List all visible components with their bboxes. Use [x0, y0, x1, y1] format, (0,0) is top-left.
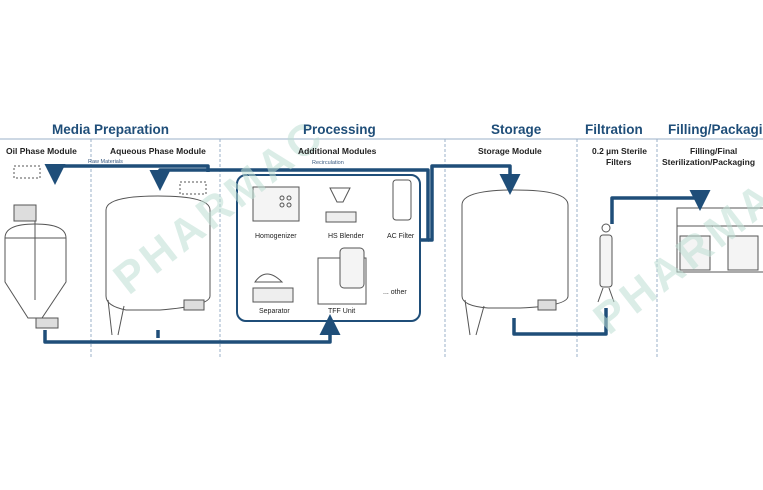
storage-leg-left — [464, 299, 471, 336]
storage-tank — [461, 189, 569, 336]
to-filling-line — [610, 190, 711, 224]
storage-module-label: Storage Module — [478, 146, 542, 156]
stage-title-processing: Processing — [303, 122, 376, 137]
separator-bowl — [254, 273, 284, 283]
tff-unit-label: TFF Unit — [328, 308, 356, 315]
aqueous-leg-right — [117, 305, 125, 336]
stage-dividers — [90, 139, 658, 358]
raw-materials-line — [44, 164, 210, 185]
blender-funnel — [329, 187, 351, 203]
stage-title-filling-packaging: Filling/Packaging — [668, 122, 763, 137]
to-storage-line — [428, 164, 521, 242]
storage-outlet-motor — [537, 299, 557, 311]
aqueous-hopper — [179, 181, 207, 195]
aqueous-leg-left — [107, 299, 113, 336]
hs-blender-label: HS Blender — [328, 233, 364, 240]
blender-base — [325, 211, 357, 223]
stage-title-filtration: Filtration — [585, 122, 643, 137]
oil-motor — [13, 204, 37, 222]
final-sterilization-label-1: Filling/Final — [690, 146, 738, 156]
other-equipment-label: ... other — [383, 289, 407, 296]
additional-modules-label: Additional Modules — [298, 146, 377, 156]
aqueous-phase-module-label: Aqueous Phase Module — [110, 146, 206, 156]
sterile-filters-label-1: 0.2 µm Sterile — [592, 146, 647, 156]
filling-cabinet-right — [727, 235, 759, 271]
filling-cabinet-left — [679, 235, 711, 271]
filter-cartridge — [599, 234, 613, 288]
oil-phase-module-label: Oil Phase Module — [6, 146, 77, 156]
storage-tank-body — [461, 189, 569, 309]
filling-frame — [676, 207, 763, 273]
separator-base — [252, 287, 294, 303]
aqueous-phase-tank — [105, 181, 211, 336]
recirculation-line — [149, 168, 430, 242]
stage-title-storage: Storage — [491, 122, 542, 137]
filling-machine — [676, 207, 763, 273]
aqueous-tank-body — [105, 195, 211, 311]
storage-leg-right — [475, 305, 485, 336]
sterile-filters-label-2: Filters — [606, 157, 632, 167]
oil-outlet-motor — [35, 317, 59, 329]
aqueous-outlet-motor — [183, 299, 205, 311]
final-sterilization-label-2: Sterilization/Packaging — [662, 157, 756, 167]
raw-materials-label: Raw Materials — [88, 159, 123, 165]
oil-phase-tank — [4, 165, 67, 329]
recirculation-label: Recirculation — [312, 160, 344, 166]
oil-hopper — [13, 165, 41, 179]
filter-gauge — [601, 223, 611, 233]
processing-equipment — [252, 179, 412, 305]
tff-tank — [339, 247, 365, 289]
sterile-filter — [597, 223, 615, 303]
homogenizer-body — [252, 186, 300, 222]
flow-lines — [43, 164, 711, 344]
oil-tank-body — [4, 223, 67, 319]
homogenizer-label: Homogenizer — [255, 233, 297, 240]
ac-filter-label: AC Filter — [387, 233, 415, 240]
ac-filter-housing — [392, 179, 412, 221]
main-feed-line — [43, 314, 341, 344]
separator-label: Separator — [259, 308, 290, 315]
stage-title-media-preparation: Media Preparation — [52, 122, 170, 137]
to-filter-line — [512, 308, 608, 336]
